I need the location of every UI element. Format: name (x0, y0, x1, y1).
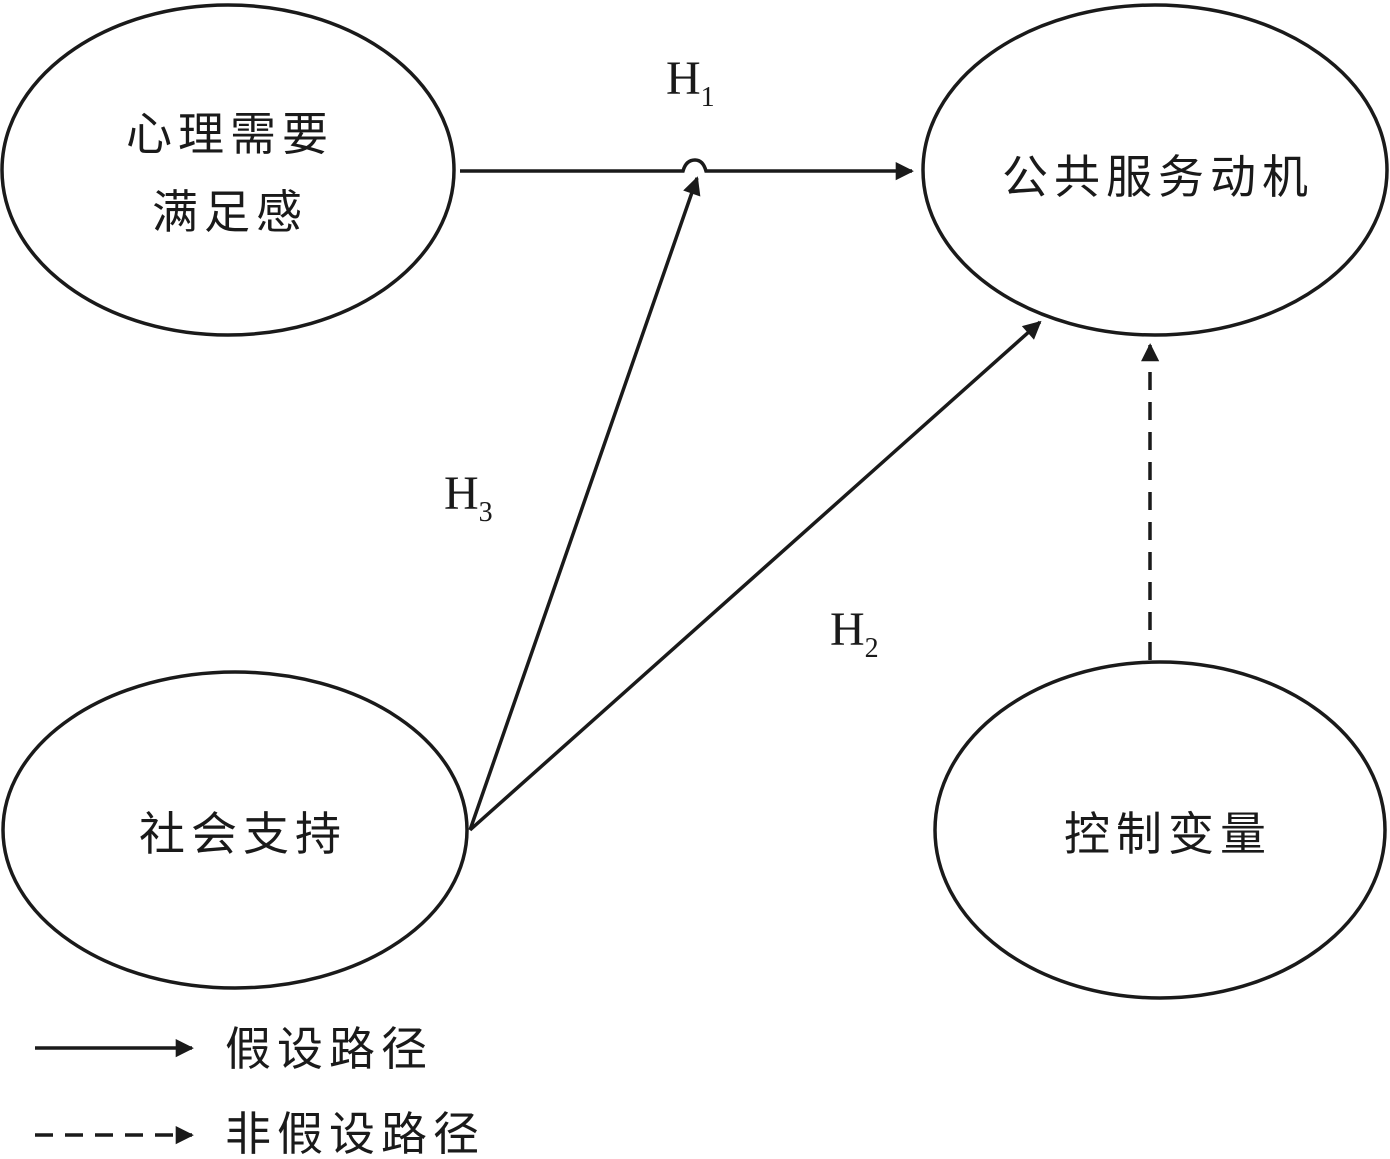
node-public-service-label: 公共服务动机 (1002, 150, 1314, 204)
path-h3-arrow (468, 176, 701, 831)
node-control-variables (933, 660, 1387, 1000)
legend-hypothesis-label: 假设路径 (225, 1022, 433, 1076)
node-psych-need-label-line1: 心理需要 (126, 107, 334, 161)
node-social-support-label: 社会支持 (139, 807, 347, 861)
legend-non-hypothesis-label: 非假设路径 (225, 1107, 485, 1159)
label-h1: H1 (666, 52, 715, 113)
label-h2: H2 (830, 603, 879, 664)
path-h1-arrow (460, 158, 914, 181)
node-social-support (1, 670, 469, 990)
node-public-service-motivation (921, 3, 1389, 337)
node-control-variables-label: 控制变量 (1064, 807, 1272, 861)
label-h3: H3 (444, 467, 493, 528)
path-h2-arrow (468, 320, 1042, 832)
node-psych-need (0, 3, 456, 337)
node-psych-need-label-line2: 满足感 (152, 185, 308, 239)
